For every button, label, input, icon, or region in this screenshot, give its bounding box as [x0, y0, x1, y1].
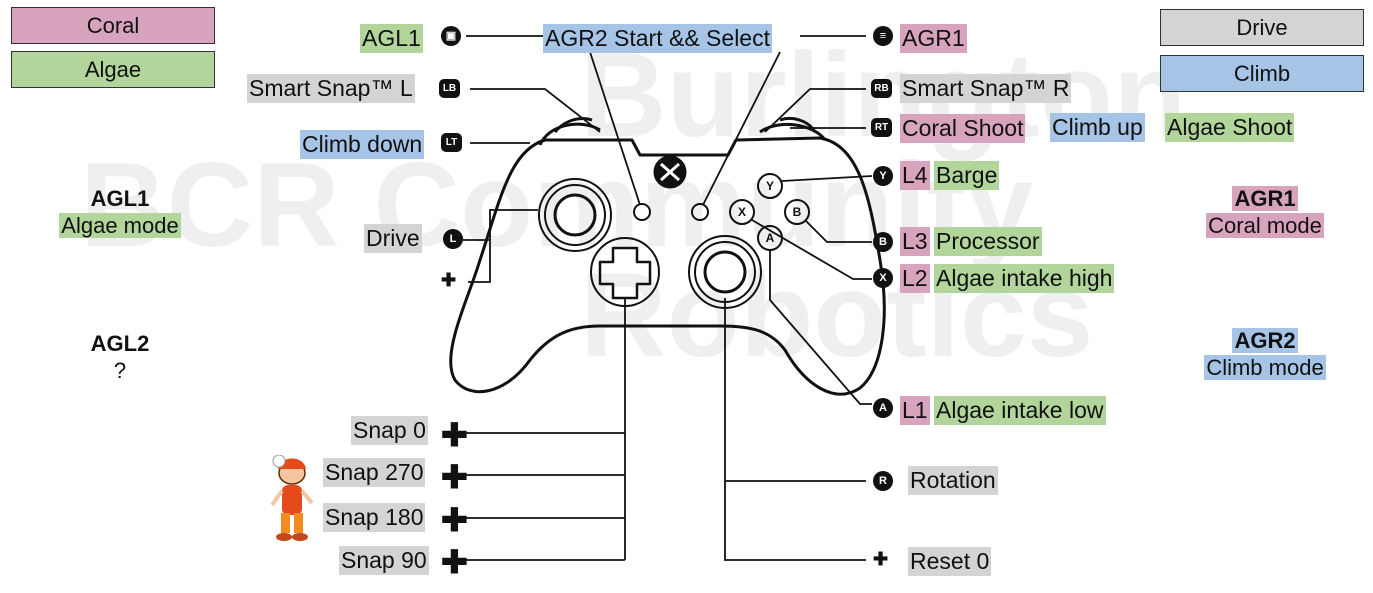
y-button — [757, 173, 783, 199]
leader-lb — [470, 88, 601, 133]
label-dpad-right: Snap 90 — [339, 546, 429, 575]
label-lt: Climb down — [300, 130, 425, 159]
x-button-letter: X — [738, 205, 746, 219]
view-icon: ▣ — [441, 26, 461, 46]
x-icon: X — [873, 268, 893, 288]
dpad-down-icon: ✚ — [441, 502, 468, 538]
label-x-action: Algae intake high — [934, 264, 1115, 293]
mascot-figure — [270, 455, 314, 541]
rb-icon: RB — [871, 79, 892, 98]
right-stick-cap — [703, 250, 747, 294]
label-start-select: AGR2 Start && Select — [543, 24, 772, 53]
mode-agr1: AGR1 Coral mode — [1175, 185, 1355, 239]
right-bumper-inner — [779, 117, 817, 133]
leader-start — [702, 51, 781, 206]
b-icon: B — [873, 232, 893, 252]
label-y-level: L4 — [900, 161, 930, 190]
legend-algae: Algae — [11, 51, 215, 88]
left-bumper — [538, 122, 601, 146]
menu-icon: ≡ — [873, 26, 893, 46]
left-stick-mid — [544, 184, 606, 246]
rt-icon: RT — [871, 118, 892, 137]
dpad-up-icon: ✚ — [441, 417, 468, 453]
dpad-left-icon: ✚ — [441, 459, 468, 495]
lb-icon: LB — [439, 79, 460, 98]
legend-drive: Drive — [1160, 9, 1364, 46]
x-button — [729, 199, 755, 225]
left-stick-click-icon: ✚ — [441, 270, 457, 290]
y-button-letter: Y — [766, 179, 774, 193]
right-stick-icon: R — [873, 471, 893, 491]
right-stick-click-icon: ✚ — [873, 549, 889, 569]
right-stick-outer — [688, 235, 762, 309]
label-menu-agr1: AGR1 — [900, 24, 967, 53]
a-icon: A — [873, 398, 893, 418]
left-stick-cap — [553, 193, 597, 237]
view-button — [633, 203, 651, 221]
leader-x — [751, 219, 872, 280]
label-rb: Smart Snap™ R — [900, 74, 1072, 103]
lt-icon: LT — [441, 133, 462, 152]
right-bumper — [759, 123, 827, 141]
label-rt-coral: Coral Shoot — [900, 114, 1026, 143]
label-right-stick: Rotation — [908, 466, 998, 495]
leader-y — [781, 175, 873, 182]
label-lb: Smart Snap™ L — [247, 74, 415, 103]
label-x-level: L2 — [900, 264, 930, 293]
leader-dpad — [462, 298, 626, 561]
b-button-letter: B — [793, 205, 802, 219]
y-icon: Y — [873, 166, 893, 186]
mode-agr2: AGR2 Climb mode — [1175, 327, 1355, 381]
mode-agl1: AGL1 Algae mode — [30, 185, 210, 239]
legend-climb: Climb — [1160, 55, 1364, 92]
left-stick-outer — [538, 178, 612, 252]
label-a-level: L1 — [900, 396, 930, 425]
mode-agl1-desc: Algae mode — [59, 213, 181, 238]
mode-agl2: AGL2 ? — [30, 330, 210, 384]
label-b-level: L3 — [900, 227, 930, 256]
label-y-action: Barge — [934, 161, 1000, 190]
mode-agl2-title: AGL2 — [90, 331, 150, 356]
label-view-agl1: AGL1 — [360, 24, 423, 53]
label-dpad-down: Snap 180 — [323, 503, 426, 532]
leader-select — [589, 51, 641, 206]
label-dpad-left: Snap 270 — [323, 458, 426, 487]
mode-agr2-title: AGR2 — [1232, 328, 1298, 353]
label-left-stick: Drive — [364, 224, 422, 253]
legend-coral: Coral — [11, 7, 215, 44]
label-dpad-up: Snap 0 — [351, 416, 428, 445]
a-button-letter: A — [766, 231, 775, 245]
label-rt-algae: Algae Shoot — [1165, 113, 1295, 142]
b-button — [784, 199, 810, 225]
leader-a — [769, 250, 872, 405]
left-stick-icon: L — [443, 229, 463, 249]
left-bumper-inner — [553, 117, 593, 134]
label-b-action: Processor — [934, 227, 1042, 256]
leader-rb — [764, 88, 866, 133]
leader-right-stick — [724, 298, 866, 561]
leader-left-stick — [463, 209, 538, 283]
label-right-stick-click: Reset 0 — [908, 547, 992, 576]
leader-b — [804, 219, 872, 243]
mode-agl1-title: AGL1 — [90, 186, 150, 211]
mode-agr1-desc: Coral mode — [1206, 213, 1324, 238]
label-a-action: Algae intake low — [934, 396, 1106, 425]
mode-agr2-desc: Climb mode — [1204, 355, 1326, 380]
dpad-right-icon: ✚ — [441, 544, 468, 580]
mode-agl2-desc: ? — [113, 358, 127, 383]
menu-button — [691, 203, 709, 221]
dpad-cross — [598, 246, 652, 300]
label-rt-climb: Climb up — [1050, 113, 1145, 142]
mode-agr1-title: AGR1 — [1232, 186, 1298, 211]
